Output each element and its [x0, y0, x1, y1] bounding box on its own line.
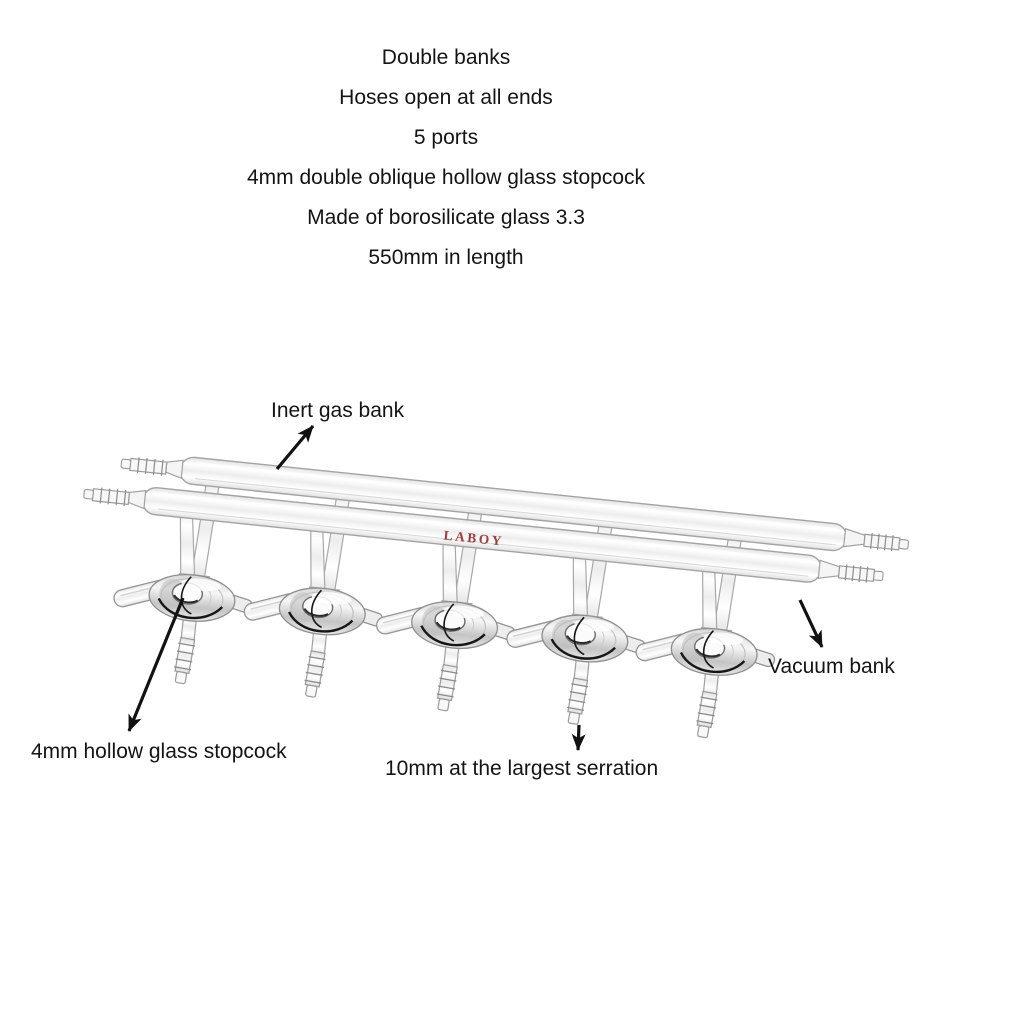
vacuum-bank-tube: LABOY	[83, 487, 884, 583]
brand-logo: LABOY	[443, 528, 505, 549]
hose-barb-right-bottom	[837, 564, 884, 583]
vacuum-bank-arrow	[798, 599, 824, 648]
spec-line: 5 ports	[413, 126, 479, 149]
stopcock	[624, 619, 780, 746]
feeder-tube	[452, 499, 484, 611]
feeder-tube	[320, 486, 352, 597]
inert-gas-bank-arrow	[275, 424, 315, 471]
hose-barb-left-top	[120, 457, 168, 476]
inert-gas-bank-tube	[120, 456, 910, 552]
serration-label: 10mm at the largest serration	[385, 757, 659, 780]
feeder-tube	[190, 472, 222, 584]
annotation-arrows	[127, 424, 824, 751]
stopcock	[232, 579, 388, 705]
spec-line: Double banks	[381, 46, 511, 69]
stopcock-arrow	[127, 597, 185, 732]
spec-block: Double banks Hoses open at all ends 5 po…	[143, 38, 749, 278]
stopcock	[102, 565, 258, 692]
feeder-tube	[583, 513, 615, 624]
hose-barb-left-bottom	[83, 487, 131, 507]
hose-barb-right-top	[863, 532, 910, 552]
spec-line: 550mm in length	[368, 246, 524, 269]
feeder-tube	[712, 526, 744, 638]
vacuum-bank-label: Vacuum bank	[768, 655, 895, 678]
stopcock-label: 4mm hollow glass stopcock	[31, 740, 287, 763]
spec-line: 4mm double oblique hollow glass stopcock	[246, 166, 646, 189]
stopcock	[364, 592, 520, 719]
spec-line: Made of borosilicate glass 3.3	[307, 206, 585, 229]
inert-gas-bank-label: Inert gas bank	[271, 399, 405, 422]
stopcock-row	[102, 565, 780, 746]
spec-line: Hoses open at all ends	[339, 86, 553, 109]
stopcock	[495, 606, 651, 733]
serration-arrow	[571, 724, 586, 751]
